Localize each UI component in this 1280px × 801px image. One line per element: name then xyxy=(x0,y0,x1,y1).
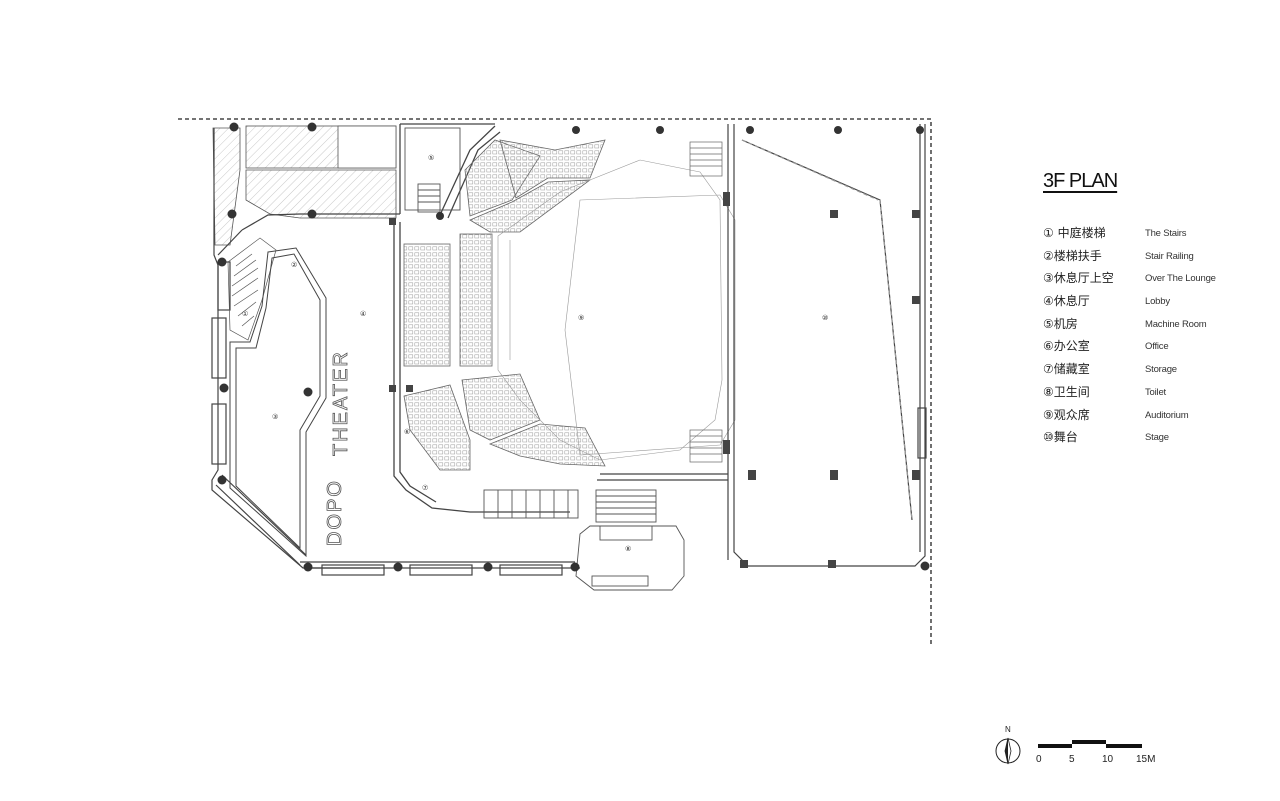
scale-tick-15m: 15M xyxy=(1136,754,1156,765)
legend-item-en: Stage xyxy=(1145,432,1169,444)
north-arrow-icon xyxy=(995,737,1021,765)
legend-item-zh: ②楼梯扶手 xyxy=(1043,248,1102,263)
scale-bar xyxy=(1038,740,1142,748)
room-marker-2: ② xyxy=(291,261,297,269)
room-marker-7: ⑦ xyxy=(422,484,428,492)
legend: ① 中庭楼梯 The Stairs ②楼梯扶手 Stair Railing ③休息厅… xyxy=(1043,224,1243,451)
legend-item-zh: ③休息厅上空 xyxy=(1043,271,1114,286)
legend-item: ⑨观众席 Auditorium xyxy=(1043,406,1243,429)
lobby-bottom-wall xyxy=(300,561,580,576)
legend-item: ⑧卫生间 Toilet xyxy=(1043,383,1243,406)
room-marker-1: ① xyxy=(242,310,248,318)
room-marker-8: ⑧ xyxy=(625,545,631,553)
legend-item-en: Storage xyxy=(1145,364,1177,376)
legend-item-en: The Stairs xyxy=(1145,228,1187,239)
machine-room xyxy=(404,127,461,213)
side-stairs xyxy=(689,141,723,463)
room-marker-3: ③ xyxy=(272,413,278,421)
legend-item: ① 中庭楼梯 The Stairs xyxy=(1043,224,1243,247)
legend-item-en: Office xyxy=(1145,341,1169,353)
stage-walls xyxy=(727,124,927,567)
auditorium-walls xyxy=(393,123,728,513)
hatched-zones xyxy=(212,125,397,246)
round-columns xyxy=(217,122,930,572)
scale-tick-10: 10 xyxy=(1102,754,1114,765)
room-marker-9: ⑨ xyxy=(578,314,584,322)
north-label: N xyxy=(1005,725,1011,734)
seating-blocks xyxy=(403,139,606,471)
legend-item: ④休息厅 Lobby xyxy=(1043,292,1243,315)
legend-item-en: Stair Railing xyxy=(1145,250,1194,262)
legend-item-en: Lobby xyxy=(1145,296,1170,308)
legend-item-zh: ⑤机房 xyxy=(1043,316,1078,331)
legend-item-zh: ⑩舞台 xyxy=(1043,430,1078,445)
legend-item: ⑥办公室 Office xyxy=(1043,337,1243,360)
legend-item: ⑩舞台 Stage xyxy=(1043,428,1243,451)
legend-item-en: Auditorium xyxy=(1145,409,1189,421)
legend-item-zh: ④休息厅 xyxy=(1043,294,1090,309)
room-marker-4: ④ xyxy=(360,310,366,318)
site-boundary xyxy=(178,118,932,644)
lounge-railing xyxy=(229,247,327,558)
atrium-stair xyxy=(227,237,277,341)
theater-lettering: THEATER xyxy=(330,350,352,456)
room-marker-6: ⑥ xyxy=(404,428,410,436)
legend-item: ②楼梯扶手 Stair Railing xyxy=(1043,247,1243,270)
scale-tick-5: 5 xyxy=(1069,754,1075,765)
plan-title: 3F PLAN xyxy=(1043,170,1118,192)
room-marker-10: ⑩ xyxy=(822,314,828,322)
legend-item-zh: ⑧卫生间 xyxy=(1043,384,1090,399)
legend-item: ③休息厅上空 Over The Lounge xyxy=(1043,269,1243,292)
legend-item-en: Toilet xyxy=(1145,386,1166,398)
legend-item-en: Machine Room xyxy=(1145,318,1207,330)
legend-item-zh: ⑨观众席 xyxy=(1043,407,1090,422)
legend-item-en: Over The Lounge xyxy=(1145,273,1216,285)
legend-item-zh: ⑥办公室 xyxy=(1043,339,1090,354)
room-marker-5: ⑤ xyxy=(428,154,434,162)
lobby-walls xyxy=(211,128,400,569)
legend-item-zh: ① 中庭楼梯 xyxy=(1043,226,1106,240)
legend-item: ⑦储藏室 Storage xyxy=(1043,360,1243,383)
legend-item: ⑤机房 Machine Room xyxy=(1043,315,1243,338)
toilet-block xyxy=(483,489,685,591)
legend-item-zh: ⑦储藏室 xyxy=(1043,362,1090,377)
dopo-lettering: DOPO xyxy=(324,479,346,546)
square-columns xyxy=(389,192,920,568)
scale-tick-0: 0 xyxy=(1036,754,1042,765)
